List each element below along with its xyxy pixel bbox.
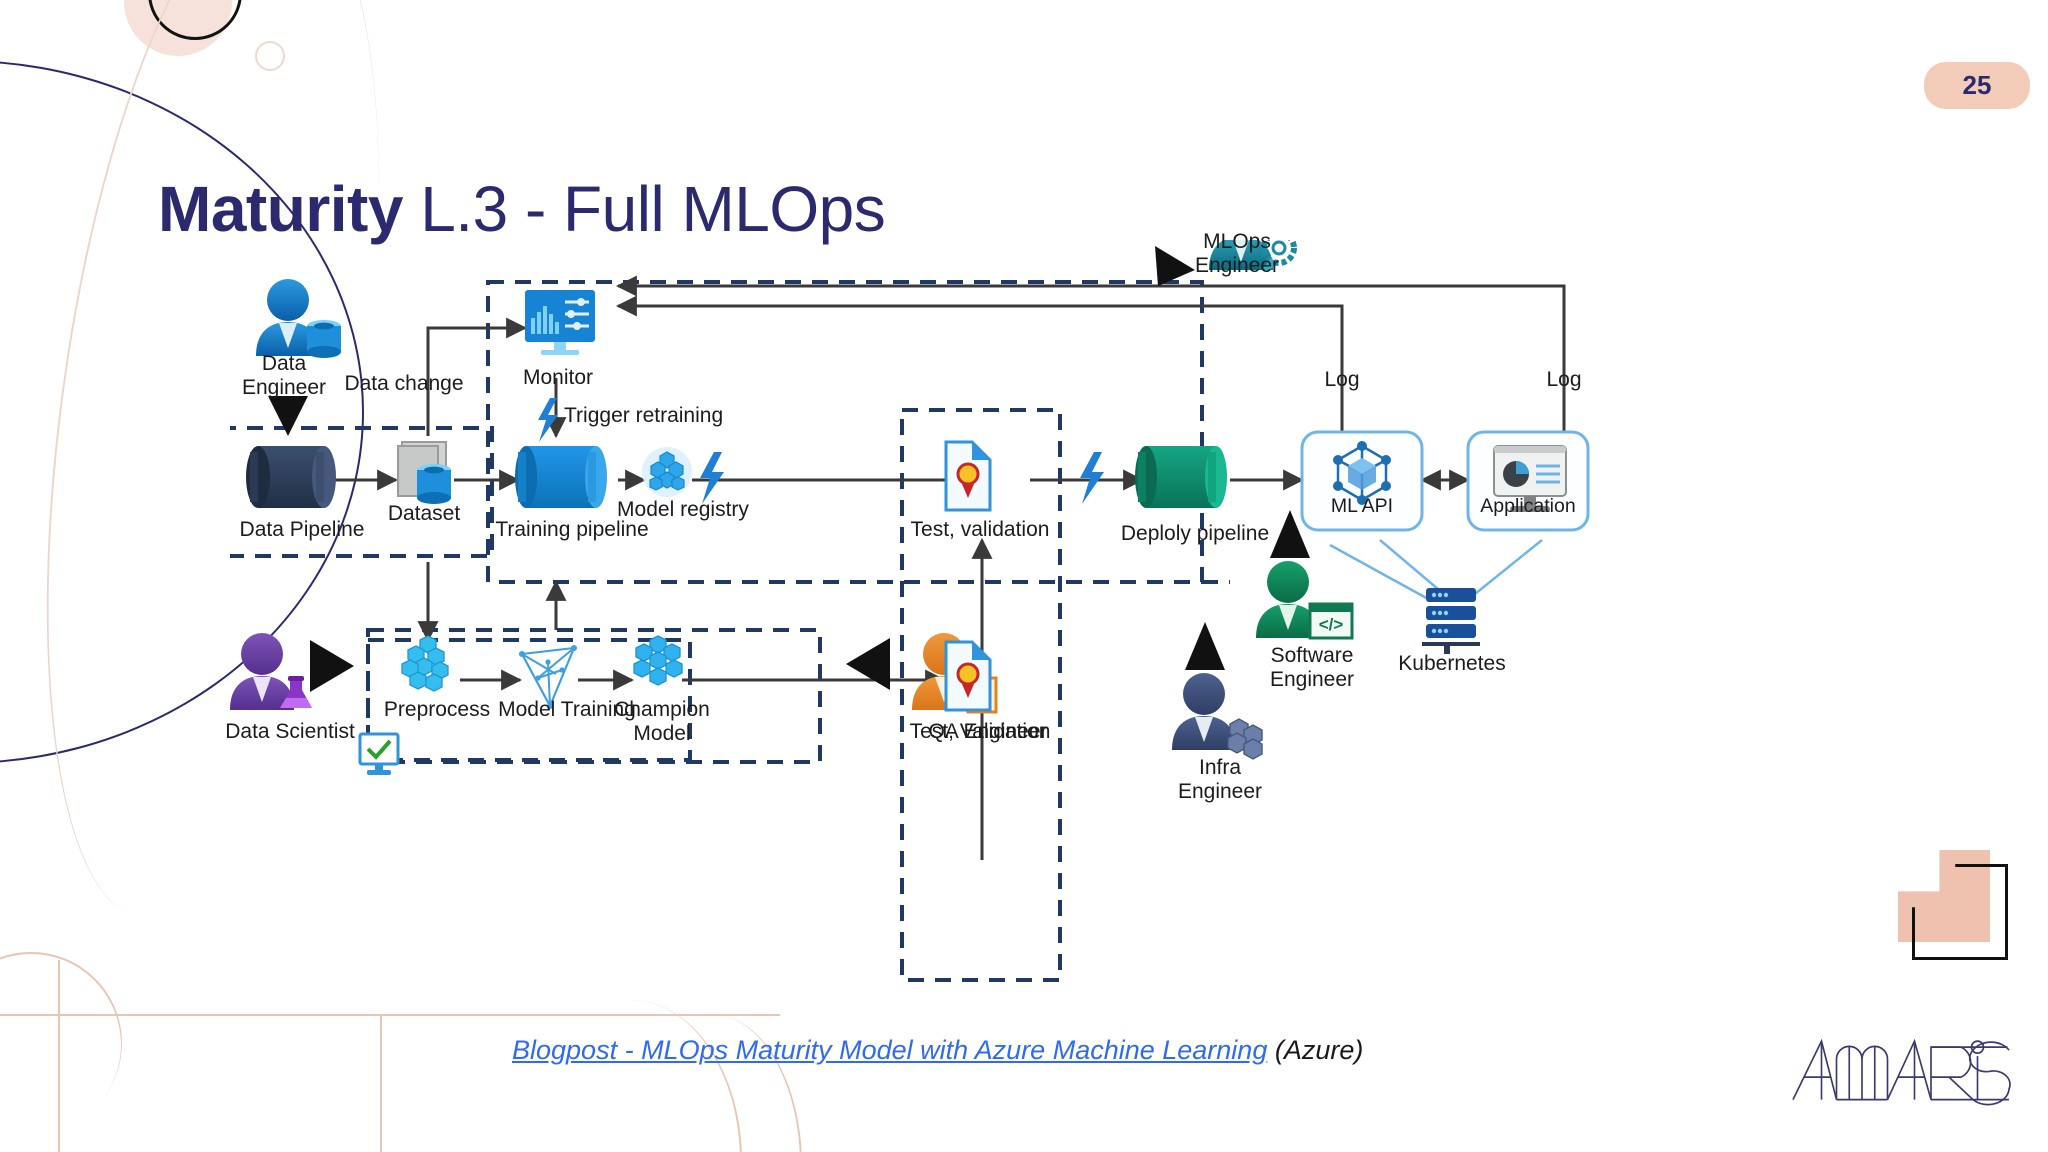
kubernetes-icon — [1422, 588, 1480, 654]
page-title-rest: L.3 - Full MLOps — [402, 173, 886, 245]
group-box-experimentation-outer — [366, 628, 822, 764]
mlops-engineer-icon — [1209, 240, 1297, 272]
label-application: Application — [1480, 495, 1576, 517]
label-mlops-engineer: MLOps Engineer — [1194, 230, 1280, 278]
data-scientist-icon — [230, 633, 312, 710]
lightning-bolt-deploy — [1080, 452, 1104, 504]
edge-data-change-to-monitor — [426, 317, 528, 436]
label-preprocess: Preprocess — [383, 698, 491, 721]
svg-text:</>: </> — [1319, 615, 1344, 634]
pointer-infra-engineer — [1185, 622, 1225, 670]
ml-api-icon — [1333, 441, 1391, 505]
edge-log-left-to-monitor — [615, 295, 1344, 436]
training-pipeline-icon — [515, 446, 607, 508]
label-monitor: Monitor — [522, 366, 594, 389]
label-data-scientist: Data Scientist — [225, 720, 355, 743]
pointer-qa-engineer — [846, 638, 890, 690]
decor-peach-l-shape — [1898, 850, 1990, 942]
pointer-software-engineer — [1270, 510, 1310, 558]
label-training-pipeline: Training pipeline — [495, 518, 649, 541]
pointer-data-engineer — [268, 396, 308, 436]
software-engineer-icon: </> — [1256, 561, 1354, 640]
infra-engineer-icon — [1172, 673, 1263, 760]
test-validation-bottom-icon — [944, 640, 992, 712]
lightning-bolt-trigger — [538, 398, 558, 442]
blogpost-link[interactable]: Blogpost - MLOps Maturity Model with Azu… — [512, 1035, 1268, 1065]
label-model-training: Model Training — [498, 698, 636, 721]
pointer-mlops-engineer — [1155, 246, 1195, 286]
monitor-icon — [525, 290, 595, 355]
label-test-validation-top: Test, validation — [910, 518, 1050, 541]
edge-mlapi-to-k8s — [1329, 543, 1431, 602]
preprocess-icon — [401, 635, 449, 692]
model-registry-icon — [642, 447, 692, 497]
application-icon — [1493, 445, 1567, 512]
group-box-training — [486, 280, 1204, 584]
decor-dark-ring — [148, 0, 242, 40]
edge-application-to-k8s — [1469, 539, 1543, 599]
label-dataset: Dataset — [387, 502, 461, 525]
label-data-engineer: Data Engineer — [241, 352, 327, 400]
label-log-left: Log — [1324, 368, 1360, 391]
decor-peach-arc-1 — [0, 914, 160, 1152]
decor-outline-l-shape — [1912, 864, 2008, 960]
decor-peach-circle — [124, 0, 232, 56]
page-number-badge: 25 — [1924, 62, 2030, 109]
decor-peach-line-v2 — [380, 1014, 382, 1152]
validation-check-monitor-icon — [358, 732, 400, 775]
lightning-bolt-registry — [700, 452, 724, 504]
model-training-icon — [519, 645, 577, 709]
label-deploy-pipeline: Deploly pipeline — [1120, 522, 1270, 545]
pointer-data-scientist — [310, 640, 354, 692]
label-data-change: Data change — [344, 372, 464, 395]
label-log-right: Log — [1546, 368, 1582, 391]
dataset-icon — [397, 441, 451, 504]
edge-mlapi-to-k8s-2 — [1379, 539, 1446, 596]
label-trigger-retraining: Trigger retraining — [564, 404, 724, 427]
page-title: Maturity L.3 - Full MLOps — [158, 172, 886, 246]
label-champion-model: Champion Model — [614, 698, 710, 746]
data-pipeline-icon — [246, 446, 336, 508]
label-model-registry: Model registry — [617, 498, 749, 521]
label-qa-engineer: QA Engineer — [928, 720, 1048, 743]
decor-small-ring — [255, 41, 285, 71]
data-engineer-icon — [256, 279, 341, 358]
decor-peach-line-v1 — [58, 960, 60, 1152]
deploy-pipeline-icon — [1135, 446, 1227, 508]
champion-model-icon — [633, 635, 683, 686]
label-infra-engineer: Infra Engineer — [1177, 756, 1263, 804]
label-data-pipeline: Data Pipeline — [239, 518, 365, 541]
group-box-data-pipeline — [230, 426, 494, 558]
label-test-validation-bottom: Test, Validation — [909, 720, 1051, 743]
test-validation-top-icon — [944, 440, 992, 512]
page-title-bold: Maturity — [158, 173, 403, 245]
edge-log-right-to-monitor — [615, 275, 1566, 436]
label-kubernetes: Kubernetes — [1398, 652, 1506, 675]
mlops-architecture-diagram: </> — [225, 230, 1830, 1030]
group-box-test-validation — [900, 408, 1062, 982]
label-ml-api: ML API — [1330, 495, 1394, 517]
diagram-vector-layer: </> — [230, 240, 1590, 982]
footer-caption: Blogpost - MLOps Maturity Model with Azu… — [512, 1035, 1363, 1066]
footer-suffix: (Azure) — [1267, 1035, 1364, 1065]
amaris-logo — [1792, 1038, 2011, 1106]
label-software-engineer: Software Engineer — [1269, 644, 1355, 692]
